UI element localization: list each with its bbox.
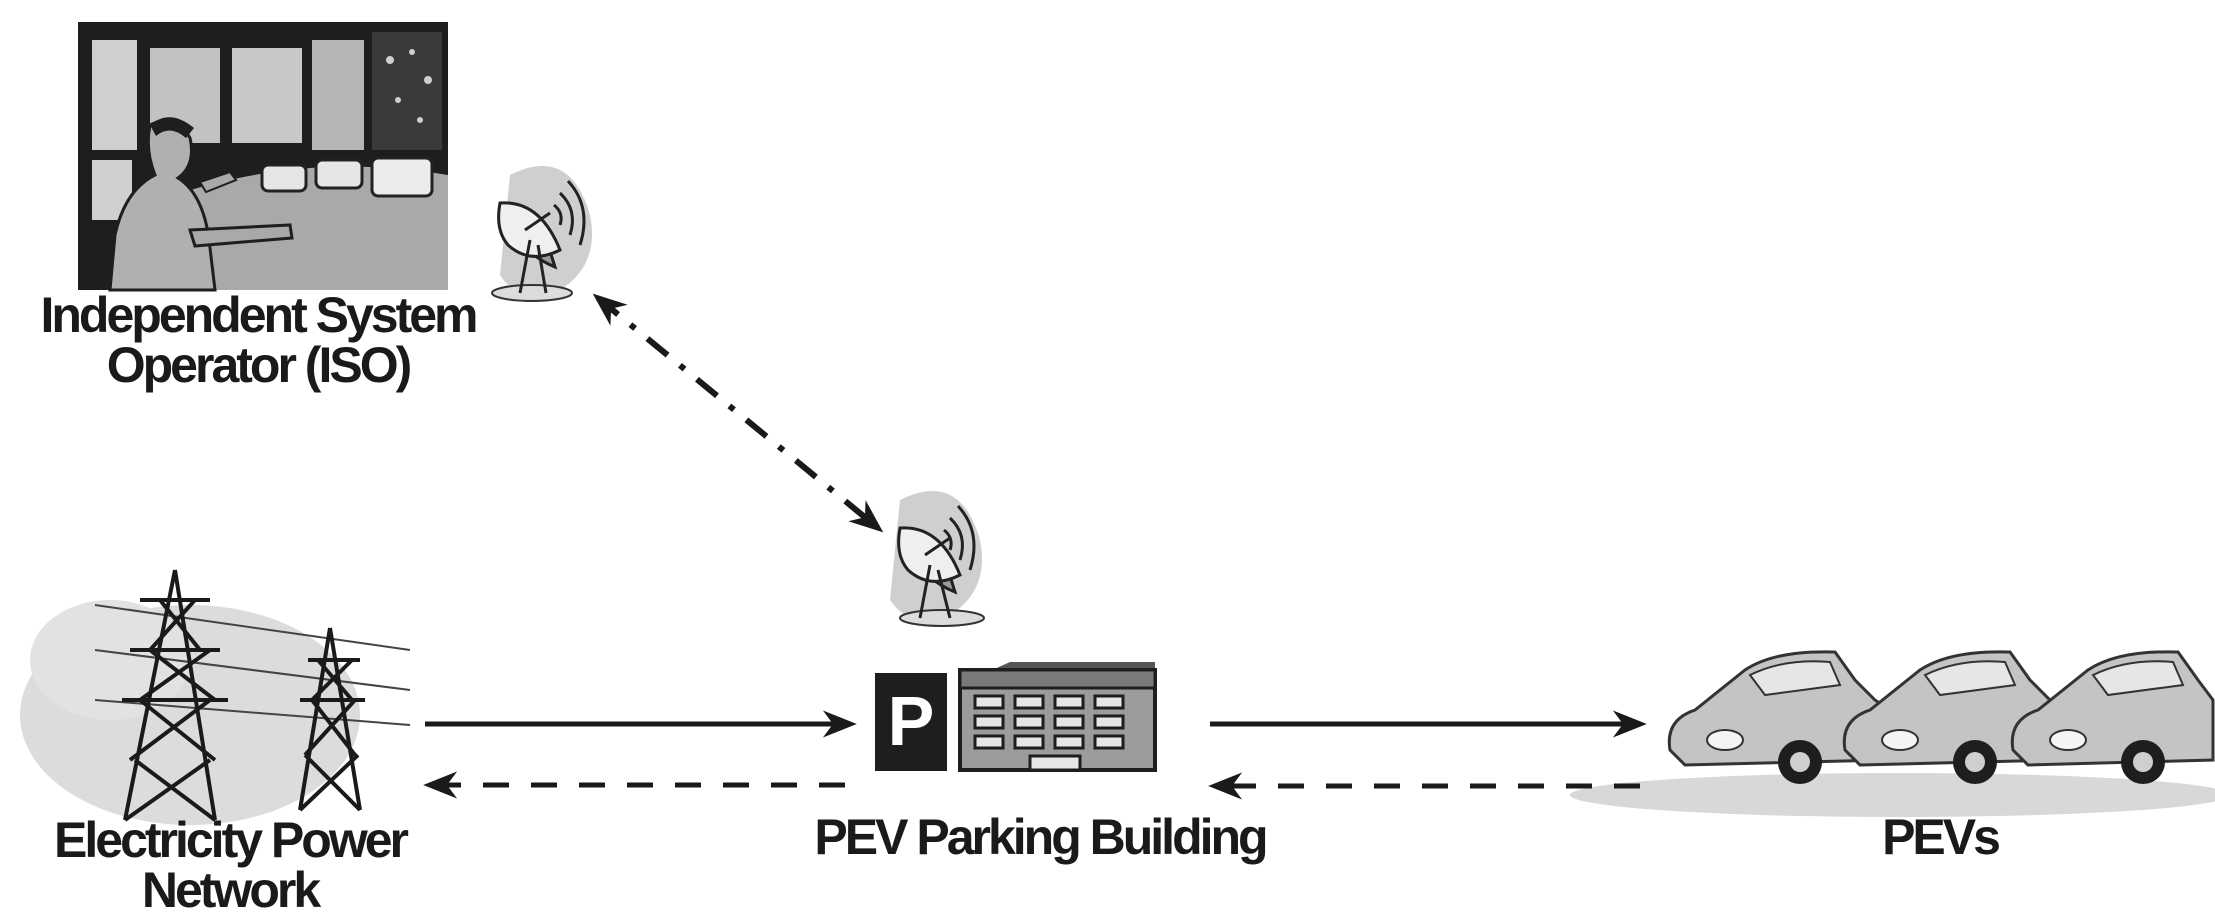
- parking-building-icon: P: [875, 662, 1155, 771]
- iso-label-line2: Operator (ISO): [8, 340, 508, 390]
- iso-label: Independent System Operator (ISO): [8, 290, 508, 390]
- grid-label: Electricity Power Network: [20, 815, 440, 915]
- satellite-dish-iso-icon: [492, 166, 592, 301]
- grid-label-line1: Electricity Power: [20, 815, 440, 865]
- iso-operator-illustration: [78, 22, 448, 290]
- iso-label-line1: Independent System: [8, 290, 508, 340]
- parking-sign: P: [888, 682, 935, 760]
- pev-cars-icon: [1570, 652, 2215, 817]
- grid-label-line2: Network: [20, 865, 440, 915]
- parking-label: PEV Parking Building: [780, 812, 1300, 862]
- power-tower-icon: [20, 570, 410, 825]
- satellite-dish-parking-icon: [890, 491, 984, 626]
- iso-parking-communication-arrow: [598, 298, 878, 528]
- pevs-label: PEVs: [1840, 812, 2040, 862]
- car-icon: [2012, 652, 2213, 784]
